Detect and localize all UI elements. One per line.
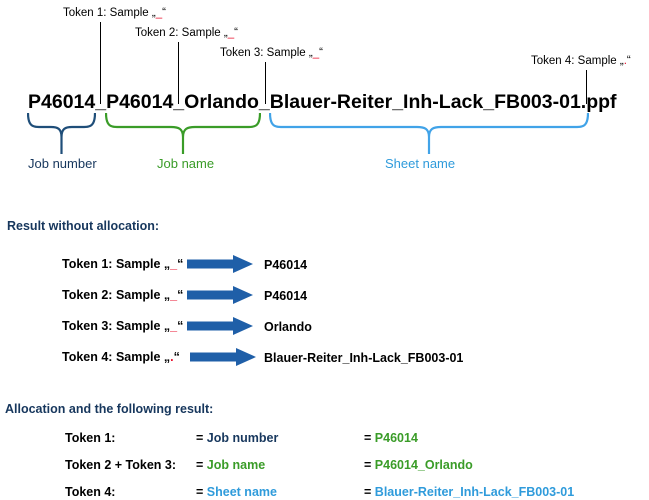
alloc-row2-name: = Job name bbox=[196, 458, 266, 472]
alloc-row1-value: = P46014 bbox=[364, 431, 418, 445]
token4-callout: Token 4: Sample „.“ bbox=[531, 55, 631, 67]
token2-sample-char: _ bbox=[227, 27, 235, 39]
wa-row2-value: P46014 bbox=[264, 289, 308, 303]
token1-callout-text: Token 1: Sample „ bbox=[63, 7, 156, 19]
alloc-row1-name: = Job number bbox=[196, 431, 279, 445]
token1-callout: Token 1: Sample „_“ bbox=[63, 7, 166, 19]
alloc-row1-token: Token 1: bbox=[65, 431, 116, 445]
token2-callout: Token 2: Sample „_“ bbox=[135, 27, 238, 39]
token3-pointer-line bbox=[265, 62, 266, 104]
alloc-row3-name: = Sheet name bbox=[196, 485, 277, 499]
wa-row3-sample-char: _ bbox=[170, 319, 178, 333]
token3-sample-char: _ bbox=[312, 47, 320, 59]
wa-row4-value: Blauer-Reiter_Inh-Lack_FB003-01 bbox=[264, 351, 464, 365]
allocation-heading: Allocation and the following result: bbox=[5, 402, 214, 416]
arrow-right-icon bbox=[187, 286, 253, 304]
arrow-right-icon bbox=[187, 255, 253, 273]
wa-row3-value: Orlando bbox=[264, 320, 312, 334]
token2-callout-text: Token 2: Sample „ bbox=[135, 27, 228, 39]
wa-row1-label: Token 1: Sample „_“ bbox=[62, 257, 184, 271]
sheet-name-label: Sheet name bbox=[385, 156, 456, 171]
sheet-name-brace-icon bbox=[269, 112, 589, 156]
token1-pointer-line bbox=[100, 22, 101, 104]
job-name-brace-icon bbox=[105, 112, 261, 156]
wa-row4-sample-char: . bbox=[170, 350, 174, 364]
token4-pointer-line bbox=[586, 70, 587, 104]
alloc-row3-token: Token 4: bbox=[65, 485, 116, 499]
alloc-row2-value: = P46014_Orlando bbox=[364, 458, 473, 472]
token3-callout: Token 3: Sample „_“ bbox=[220, 47, 323, 59]
wa-row4-label: Token 4: Sample „.“ bbox=[62, 350, 180, 364]
wa-row2-sample-char: _ bbox=[170, 288, 178, 302]
wa-row3-label: Token 3: Sample „_“ bbox=[62, 319, 184, 333]
without-allocation-heading: Result without allocation: bbox=[7, 219, 160, 233]
arrow-right-icon bbox=[187, 317, 253, 335]
wa-row1-value: P46014 bbox=[264, 258, 308, 272]
wa-row2-label: Token 2: Sample „_“ bbox=[62, 288, 184, 302]
job-number-label: Job number bbox=[28, 156, 97, 171]
alloc-row2-token: Token 2 + Token 3: bbox=[65, 458, 177, 472]
job-name-label: Job name bbox=[157, 156, 215, 171]
arrow-right-icon bbox=[190, 348, 256, 366]
token3-callout-text: Token 3: Sample „ bbox=[220, 47, 313, 59]
job-number-brace-icon bbox=[27, 112, 96, 156]
token2-pointer-line bbox=[178, 42, 179, 104]
alloc-row3-value: = Blauer-Reiter_Inh-Lack_FB003-01 bbox=[364, 485, 575, 499]
filename-text: P46014_P46014_Orlando_Blauer-Reiter_Inh-… bbox=[28, 91, 617, 113]
token4-callout-text: Token 4: Sample „ bbox=[531, 55, 624, 67]
token4-sample-char: . bbox=[623, 55, 627, 67]
wa-row1-sample-char: _ bbox=[170, 257, 178, 271]
token1-sample-char: _ bbox=[155, 7, 163, 19]
